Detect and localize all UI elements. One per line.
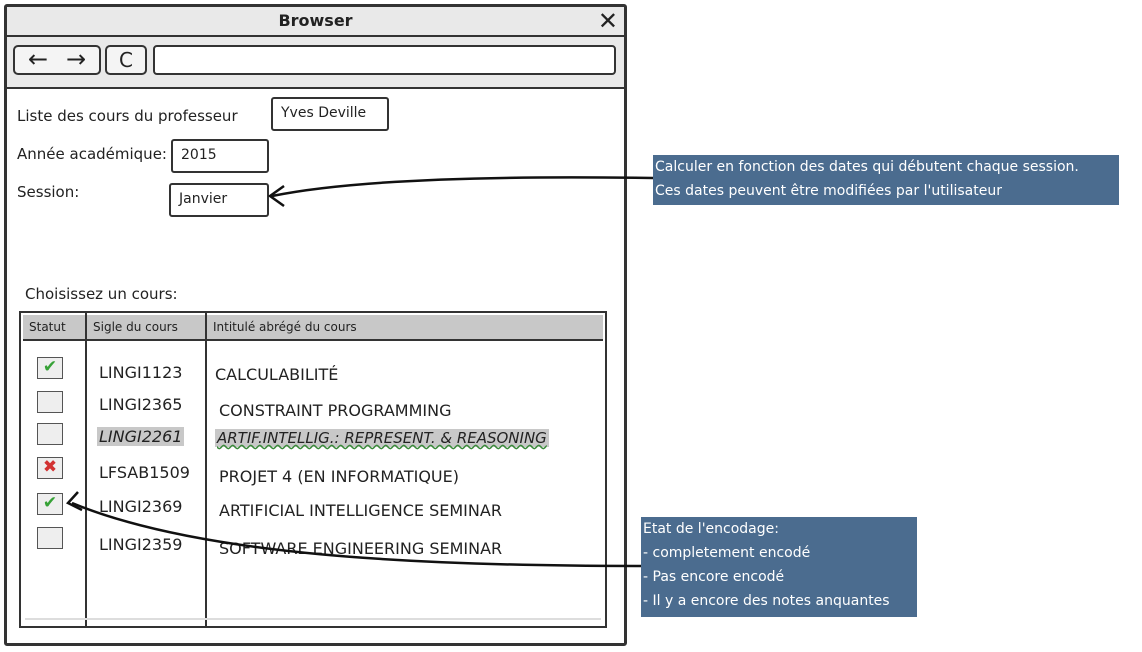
- annotation-line: - Pas encore encodé: [643, 569, 785, 585]
- status-checkbox-empty[interactable]: [37, 391, 63, 413]
- browser-window: Browser ✕ ←→ C Liste des cours du profes…: [4, 4, 627, 646]
- table-header: Statut Sigle du cours Intitulé abrégé du…: [23, 315, 603, 341]
- status-arrow: [71, 501, 642, 568]
- back-forward-buttons: ←→: [13, 45, 101, 75]
- status-checkbox-empty[interactable]: [37, 527, 63, 549]
- status-arrowhead: [65, 491, 83, 512]
- column-header-title: Intitulé abrégé du cours: [213, 320, 357, 334]
- url-input[interactable]: [153, 45, 616, 75]
- session-annotation: Calculer en fonction des dates qui début…: [653, 155, 1119, 205]
- navigation-bar: ←→ C: [7, 37, 624, 89]
- status-checkbox-complete[interactable]: ✔: [37, 493, 63, 515]
- course-code[interactable]: LINGI2359: [99, 535, 183, 554]
- status-checkbox-incomplete[interactable]: ✖: [37, 457, 63, 479]
- course-title[interactable]: PROJET 4 (EN INFORMATIQUE): [219, 467, 459, 486]
- session-label: Session:: [17, 183, 80, 201]
- column-header-code: Sigle du cours: [93, 320, 178, 334]
- session-field[interactable]: Janvier: [169, 183, 269, 217]
- annotation-line: Etat de l'encodage:: [643, 521, 779, 537]
- course-title[interactable]: ARTIFICIAL INTELLIGENCE SEMINAR: [219, 501, 502, 520]
- course-code[interactable]: LFSAB1509: [99, 463, 190, 482]
- forward-arrow-icon[interactable]: →: [65, 45, 87, 73]
- back-arrow-icon[interactable]: ←: [27, 45, 49, 73]
- course-title[interactable]: CALCULABILITÉ: [215, 365, 339, 384]
- course-code-selected[interactable]: LINGI2261: [97, 427, 185, 446]
- column-header-status: Statut: [29, 320, 66, 334]
- status-checkbox-complete[interactable]: ✔: [37, 357, 63, 379]
- column-divider: [85, 313, 87, 626]
- refresh-icon[interactable]: C: [105, 45, 147, 75]
- status-checkbox-empty[interactable]: [37, 423, 63, 445]
- status-annotation: Etat de l'encodage: - completement encod…: [641, 517, 917, 617]
- courses-table: Statut Sigle du cours Intitulé abrégé du…: [19, 311, 607, 628]
- courses-heading: Choisissez un cours:: [25, 285, 178, 303]
- title-bar: Browser ✕: [7, 7, 624, 37]
- course-code[interactable]: LINGI2369: [99, 497, 183, 516]
- close-icon[interactable]: ✕: [597, 7, 618, 35]
- course-title-selected[interactable]: ARTIF.INTELLIG.: REPRESENT. & REASONING: [215, 429, 549, 447]
- column-divider: [205, 313, 207, 626]
- annotation-line: Calculer en fonction des dates qui début…: [655, 159, 1079, 175]
- year-label: Année académique:: [17, 145, 167, 163]
- annotation-line: - completement encodé: [643, 545, 811, 561]
- year-field[interactable]: 2015: [171, 139, 269, 173]
- annotation-line: - Il y a encore des notes anquantes: [643, 593, 890, 609]
- window-title: Browser: [278, 11, 353, 30]
- professor-label: Liste des cours du professeur: [17, 107, 238, 125]
- course-title[interactable]: SOFTWARE ENGINEERING SEMINAR: [219, 539, 503, 558]
- session-arrow: [271, 176, 654, 198]
- professor-field[interactable]: Yves Deville: [271, 97, 389, 131]
- horizontal-scrollbar[interactable]: [25, 618, 601, 620]
- course-code[interactable]: LINGI2365: [99, 395, 183, 414]
- course-title[interactable]: CONSTRAINT PROGRAMMING: [219, 401, 452, 420]
- course-code[interactable]: LINGI1123: [99, 363, 183, 382]
- annotation-line: Ces dates peuvent être modifiées par l'u…: [655, 183, 1002, 199]
- session-arrowhead: [267, 184, 285, 208]
